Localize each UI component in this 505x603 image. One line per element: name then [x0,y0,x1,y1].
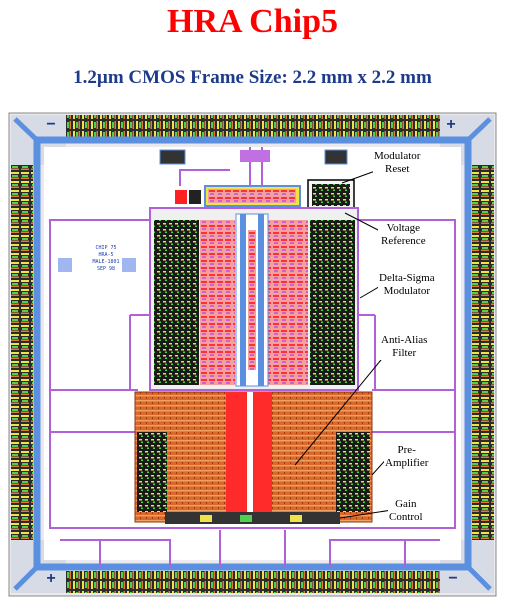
chip-subtitle: 1.2µm CMOS Frame Size: 2.2 mm x 2.2 mm [73,67,432,88]
pad-row-bottom [66,571,440,593]
anti-alias-filter-block [134,391,373,523]
callout-gain-control: Gain Control [388,498,424,524]
gain-control-strip [165,512,340,524]
chip-ident-line: MALE-1801 [92,259,120,265]
modulator-reset-block [307,179,355,211]
pad-column-right [472,165,494,540]
chip-ident-line: SEP 98 [96,266,116,272]
power-ring [33,136,472,571]
chip-ident-line: HRA-5 [98,252,114,258]
callout-delta-sigma-modulator: Delta-Sigma Modulator [378,272,436,298]
chip-identification: CHIP 75 HRA-5 MALE-1801 SEP 98 [86,245,126,273]
plus-sign-bottom-left: + [46,570,56,587]
minus-sign-bottom-right: − [448,570,458,587]
top-bond-blocks [159,149,348,165]
callout-anti-alias-filter: Anti-Alias Filter [380,334,429,360]
plus-sign-top-right: + [446,116,456,133]
minus-sign-top-left: − [46,116,56,133]
callout-modulator-reset: Modulator Reset [373,150,422,176]
pad-column-left [11,165,33,540]
reference-strip [175,185,301,207]
pad-row-top [66,115,440,137]
callout-pre-amplifier: Pre- Amplifier [384,444,430,470]
chip-ident-line: CHIP 75 [95,245,117,251]
chip-title: HRA Chip5 [167,3,338,40]
delta-sigma-core [149,207,359,391]
pre-amplifier-blocks [137,432,370,512]
callout-voltage-reference: Voltage Reference [380,222,427,248]
